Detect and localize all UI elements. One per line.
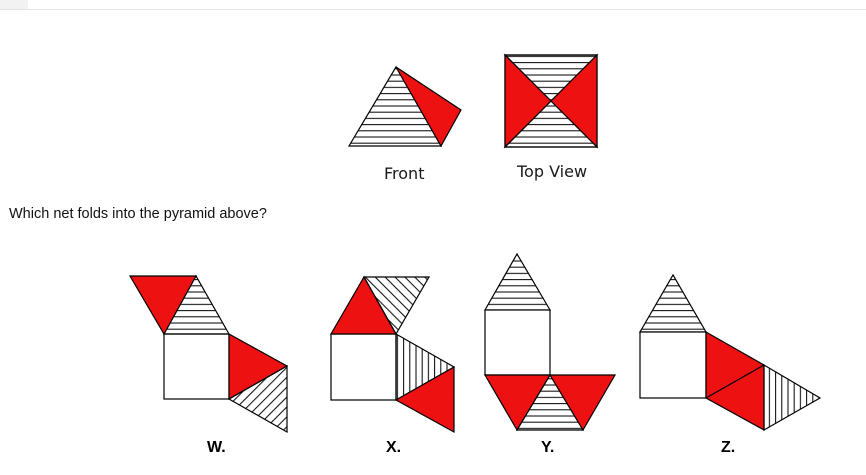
net-z-red-fold-line [705,364,765,399]
toolbar-tab-stub [0,0,28,9]
net-w-hatched-diagonal-triangle [227,364,288,434]
option-label-z[interactable]: Z. [721,439,736,456]
option-label-x[interactable]: X. [386,439,402,456]
net-z-hatched-top-triangle [638,273,708,333]
top-view-pyramid [503,53,599,149]
net-w-base-square [163,333,230,400]
net-w-red-top-triangle [128,275,198,336]
option-label-y[interactable]: Y. [541,439,555,456]
net-x-red-bottom-triangle [394,365,455,434]
top-toolbar-strip [0,0,866,10]
net-z[interactable] [638,273,822,432]
net-z-hatched-right-triangle [763,363,822,432]
net-y[interactable] [483,252,617,432]
net-y-hatched-top-triangle [483,252,552,311]
front-view-label: Front [384,164,425,183]
question-text: Which net folds into the pyramid above? [9,206,267,222]
option-label-w[interactable]: W. [207,439,226,456]
front-view-pyramid [347,65,462,148]
top-view-red-left [504,53,552,149]
net-y-base-square [484,309,551,376]
top-view-label: Top View [517,162,588,181]
net-x[interactable] [329,275,456,434]
net-x-base-square [330,333,397,401]
net-w[interactable] [128,274,289,434]
top-view-red-right [550,53,598,149]
net-z-base-square [639,331,707,399]
front-red-face [395,66,462,148]
net-x-hatched-top-triangle [362,276,431,336]
net-y-red-right-triangle [548,374,617,432]
